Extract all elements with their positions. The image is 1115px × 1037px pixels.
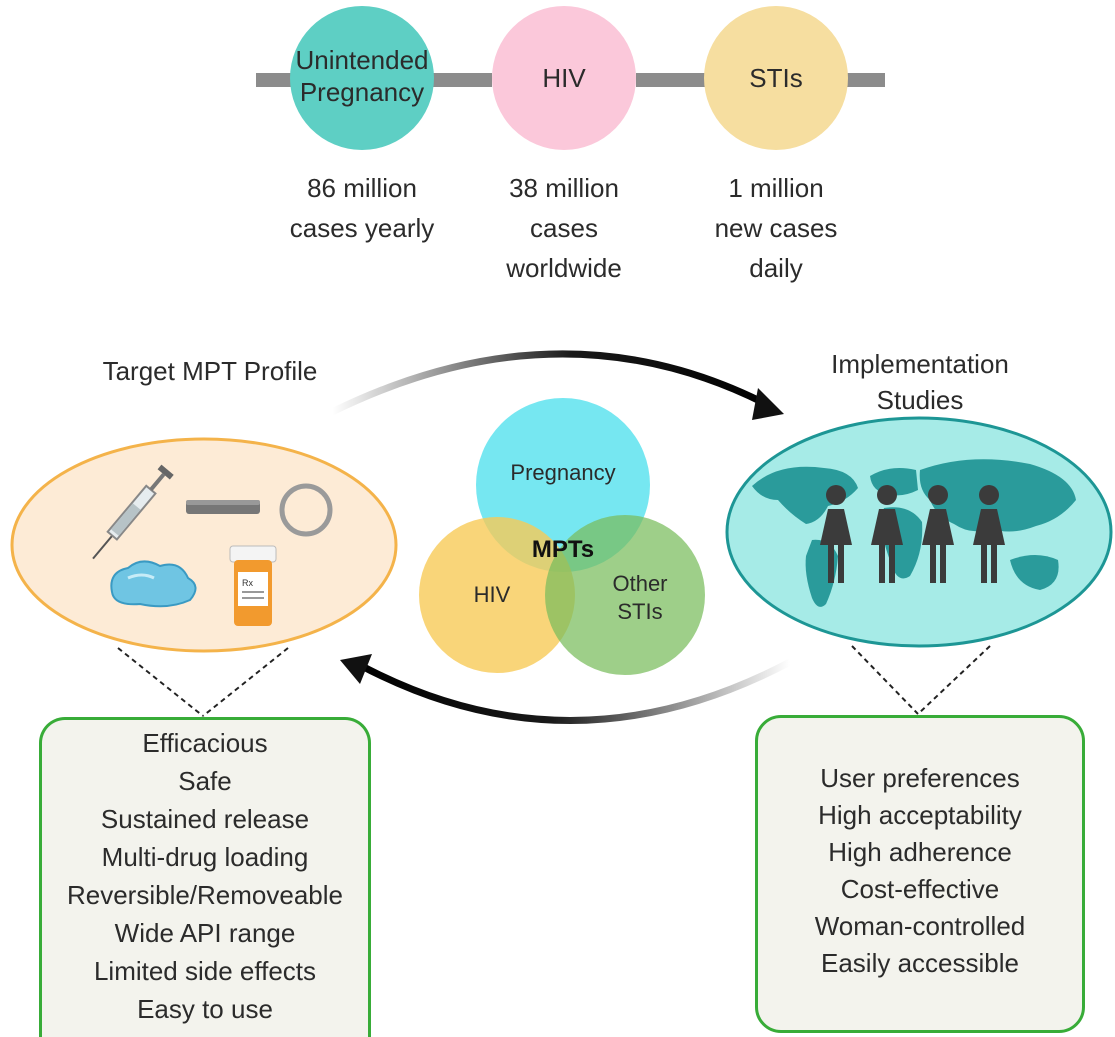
heading-line: Implementation [831,349,1009,379]
stat-line: new cases [714,213,838,243]
venn-other-stis-label: Other STIs [598,570,682,626]
stat-line: 1 million [728,173,824,203]
target-profile-box: Efficacious Safe Sustained release Multi… [39,717,371,1037]
vaginal-ring-icon [279,483,333,537]
heading-line: Studies [876,385,964,415]
venn-center-label: MPTs [531,536,595,563]
stat-line: worldwide [506,253,622,283]
unintended-pregnancy-circle [290,6,434,150]
label-line: Unintended [295,45,429,75]
list-item: Sustained release [100,804,310,834]
implementation-list: User preferences High acceptability High… [758,718,1082,982]
stis-stat: 1 million new cases daily [686,168,866,288]
mpt-venn-diagram [419,398,705,675]
venn-pregnancy-label: Pregnancy [510,460,616,485]
woman-figure-icon [973,485,1005,583]
women-figures [820,485,1005,583]
list-item: User preferences [820,763,1020,793]
stis-top-label: STIs [749,63,803,93]
list-item: Multi-drug loading [101,842,309,872]
list-item: Efficacious [142,728,268,758]
target-profile-list: Efficacious Safe Sustained release Multi… [42,720,368,1028]
arrowhead-icon [340,654,372,684]
stat-line: daily [749,253,803,283]
venn-hiv-circle [419,517,575,673]
list-item: Easy to use [137,994,273,1024]
hiv-stat: 38 million cases worldwide [474,168,654,288]
connector-segment [432,73,492,87]
mpt-diagram: Rx [10,350,1113,724]
implant-rod-icon [186,500,260,514]
target-profile-ellipse [10,437,398,653]
list-item: Safe [178,766,232,796]
stis-circle [704,6,848,150]
implementation-box: User preferences High acceptability High… [755,715,1085,1033]
stat-line: cases [530,213,598,243]
pregnancy-stat: 86 million cases yearly [262,168,462,248]
connector-segment [636,73,706,87]
stat-line: 38 million [509,173,619,203]
woman-figure-icon [871,485,903,583]
stat-line: 86 million [307,173,417,203]
venn-hiv-label: HIV [473,582,511,607]
list-item: Reversible/Removeable [66,880,344,910]
label-line: Pregnancy [299,77,425,107]
list-item: High adherence [828,837,1012,867]
list-item: Limited side effects [93,956,317,986]
unintended-pregnancy-label: Unintended Pregnancy [262,44,462,108]
venn-other-stis-circle [545,515,705,675]
woman-figure-icon [922,485,954,583]
cycle-arrow-bottom [340,654,792,724]
list-item: Cost-effective [840,874,1000,904]
svg-text:Rx: Rx [242,578,253,588]
left-dotted-connector [117,647,289,717]
hiv-circle [492,6,636,150]
arrowhead-icon [752,388,784,420]
list-item: Wide API range [114,918,296,948]
pill-bottle-icon: Rx [229,545,277,626]
right-dotted-connector [851,645,991,715]
disease-timeline [256,6,885,150]
connector-segment [256,73,292,87]
cycle-arrow-top [330,350,784,420]
stat-line: cases yearly [289,213,435,243]
implementation-studies-heading: Implementation Studies [790,346,1050,418]
syringe-icon [92,464,174,560]
label-line: Other [612,571,668,596]
target-mpt-profile-heading: Target MPT Profile [102,356,318,386]
list-item: High acceptability [818,800,1022,830]
woman-figure-icon [820,485,852,583]
hiv-top-label: HIV [542,63,586,93]
list-item: Easily accessible [821,948,1019,978]
gel-icon [110,560,197,608]
timeline-connectors [256,73,885,87]
connector-segment [845,73,885,87]
list-item: Woman-controlled [814,911,1026,941]
label-line: STIs [617,599,663,624]
